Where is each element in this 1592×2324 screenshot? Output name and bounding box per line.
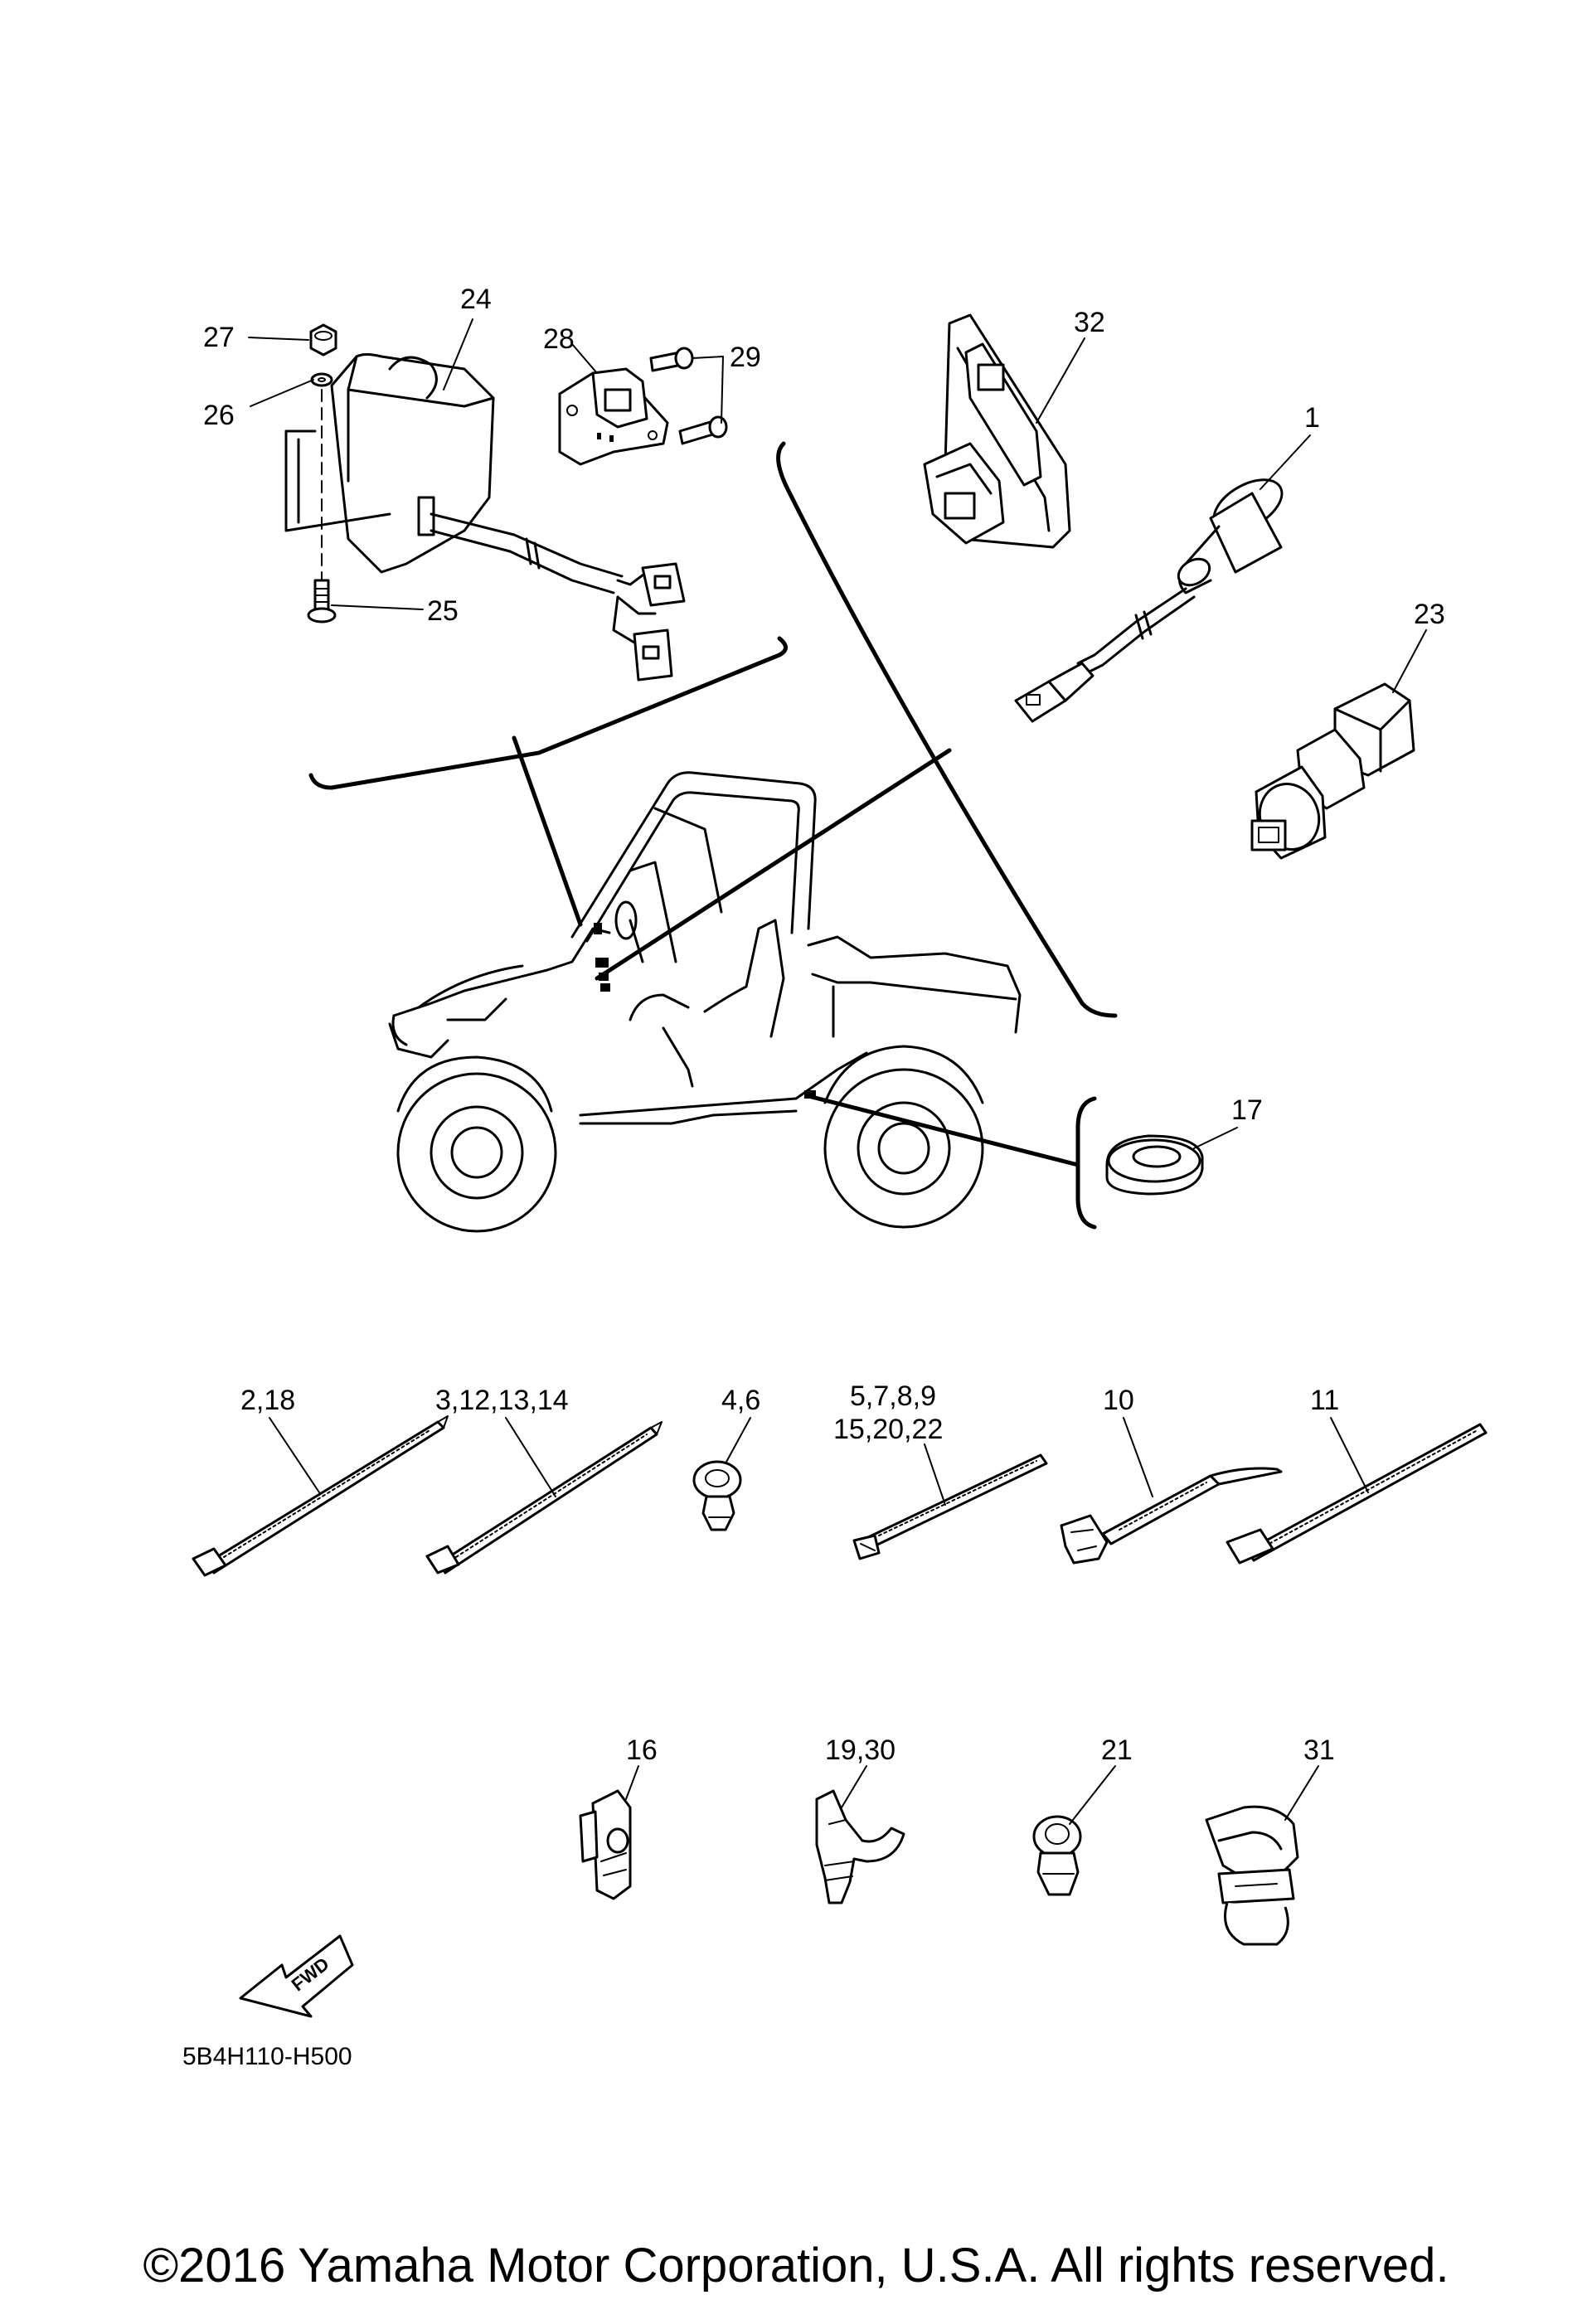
label-part-16: 16: [626, 1735, 658, 1766]
label-part-2-18: 2,18: [240, 1385, 295, 1416]
part-10-cable-tie-with-mount: [1060, 1467, 1283, 1565]
part-27-nut: [309, 323, 337, 357]
label-part-5-7-8-9: 5,7,8,9: [850, 1380, 936, 1412]
label-part-27: 27: [203, 322, 235, 353]
part-1-socket: [1014, 478, 1284, 723]
label-part-31: 31: [1303, 1735, 1335, 1766]
part-16-clip: [579, 1789, 632, 1900]
label-part-23: 23: [1414, 599, 1445, 630]
label-part-29: 29: [730, 342, 761, 373]
part-28-sensor: [558, 367, 669, 466]
label-part-11: 11: [1310, 1385, 1339, 1416]
label-part-26: 26: [203, 400, 235, 431]
fwd-arrow-icon: FWD: [239, 1934, 354, 2018]
label-part-24: 24: [460, 284, 492, 315]
copyright-notice: ©2016 Yamaha Motor Corporation, U.S.A. A…: [143, 2239, 1449, 2292]
label-part-1: 1: [1304, 402, 1320, 434]
part-31-clamp: [1205, 1805, 1299, 1946]
part-17-grommet: [1105, 1134, 1204, 1196]
grommet-detail-bracket: [1075, 1096, 1097, 1230]
part-2-18-cable-tie: [192, 1415, 449, 1577]
label-leader-lines: [248, 318, 1427, 1825]
part-26-washer: [310, 372, 333, 387]
part-4-6-clamp: [692, 1460, 742, 1531]
label-part-10: 10: [1103, 1385, 1134, 1416]
label-part-28: 28: [543, 323, 575, 355]
left-detail-bracket: [308, 636, 788, 790]
part-3-12-13-14-cable-tie: [425, 1421, 663, 1574]
utv-vehicle-illustration: [388, 771, 1022, 1233]
label-part-15-20-22: 15,20,22: [833, 1414, 943, 1445]
leader-line-left: [512, 735, 583, 927]
part-29-screw-upper: [649, 347, 694, 372]
label-part-32: 32: [1074, 307, 1105, 338]
part-24-module-illustration: [284, 353, 686, 682]
part-25-bolt: [307, 579, 337, 623]
diagram-code: 5B4H110-H500: [182, 2043, 352, 2070]
part-29-screw-lower: [678, 415, 728, 445]
leader-line-grommet: [806, 1094, 1080, 1167]
part-21-clip: [1032, 1815, 1082, 1896]
part-19-30-clip: [815, 1789, 905, 1904]
label-part-25: 25: [427, 595, 459, 627]
label-part-17: 17: [1231, 1094, 1263, 1126]
label-part-3-12-13-14: 3,12,13,14: [435, 1385, 569, 1416]
label-part-4-6: 4,6: [721, 1385, 760, 1416]
part-5-cable-tie-with-clip: [852, 1453, 1048, 1560]
label-part-21: 21: [1101, 1735, 1133, 1766]
label-part-19-30: 19,30: [825, 1735, 896, 1766]
part-11-cable-tie-with-mount: [1226, 1423, 1488, 1565]
leader-line-right: [595, 748, 952, 981]
right-detail-bracket: [776, 441, 1118, 1018]
part-23-pressure-switch: [1250, 682, 1415, 860]
part-32-switch-panel: [923, 313, 1071, 549]
